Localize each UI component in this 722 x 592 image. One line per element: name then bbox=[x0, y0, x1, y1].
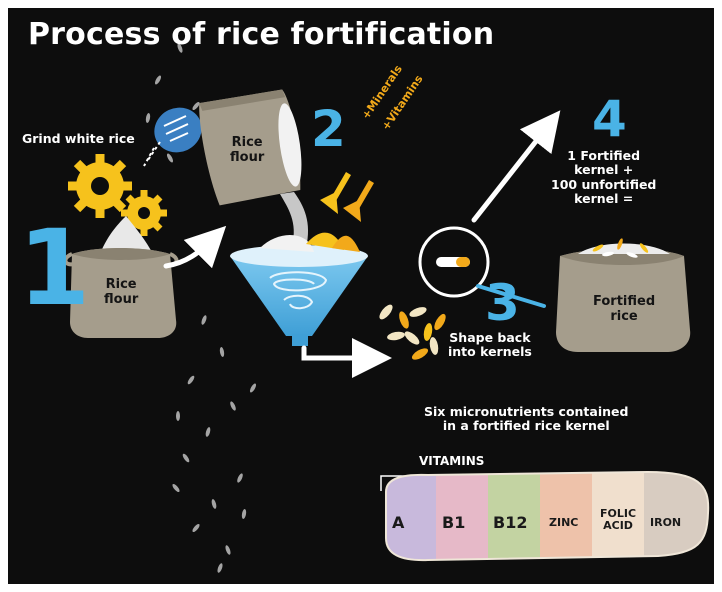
sack-label-line: flour bbox=[104, 291, 139, 307]
small-gear-icon bbox=[121, 190, 167, 236]
funnel-icon bbox=[230, 232, 368, 346]
kernel-outline bbox=[385, 470, 710, 562]
kernel-segments bbox=[386, 472, 709, 561]
kernel-band-a bbox=[386, 472, 437, 561]
kernel-band-b1 bbox=[436, 472, 489, 561]
gear-icon bbox=[68, 154, 132, 218]
step-number-3: 3 bbox=[485, 274, 520, 332]
sack-label-rice-flour-1: Rice flour bbox=[104, 277, 139, 308]
segment-label-folic-acid: FOLIC ACID bbox=[600, 507, 637, 533]
kernel-band-b12 bbox=[488, 472, 541, 561]
shape-kernels-text: Shape back into kernels bbox=[448, 330, 532, 360]
shape-line: into kernels bbox=[448, 344, 532, 360]
flour-pile bbox=[100, 216, 154, 256]
step4-line: 1 Fortified bbox=[567, 148, 641, 163]
sack-label-line: rice bbox=[610, 308, 638, 324]
sack-label-fortified-rice: Fortified rice bbox=[593, 294, 656, 325]
sack-icon-fortified bbox=[556, 238, 691, 352]
sack-label-rice-flour-2: Rice flour bbox=[230, 135, 265, 166]
segment-label-b12: B12 bbox=[493, 513, 528, 532]
illustration-layer bbox=[63, 43, 710, 573]
sack-icon-pouring bbox=[199, 89, 302, 206]
magnifier-icon bbox=[418, 226, 546, 308]
segment-label-line: ACID bbox=[603, 519, 633, 533]
step-number-1: 1 bbox=[18, 207, 91, 329]
kernel-band-folic-acid bbox=[592, 472, 645, 561]
segment-label-zinc: ZINC bbox=[549, 516, 579, 529]
segment-label-a: A bbox=[392, 513, 405, 532]
arrow-icon-vitamins bbox=[343, 180, 374, 222]
step4-line: kernel + bbox=[574, 162, 634, 178]
arrow-icon bbox=[163, 110, 561, 378]
sack-label-line: Rice bbox=[105, 277, 137, 292]
flour-stream bbox=[280, 192, 309, 248]
caption-line: in a fortified rice kernel bbox=[442, 418, 610, 434]
step4-line: 100 unfortified bbox=[551, 176, 657, 192]
page-title: Process of rice fortification bbox=[28, 17, 495, 52]
segment-label-line: FOLIC bbox=[600, 507, 637, 520]
step4-line: kernel = bbox=[574, 191, 634, 207]
infographic: Process of rice fortification 1 2 3 4 Gr… bbox=[8, 8, 714, 584]
fortified-kernels bbox=[379, 304, 446, 360]
vitamins-group-label: VITAMINS bbox=[419, 454, 485, 468]
segment-label-iron: IRON bbox=[650, 516, 682, 529]
sack-label-line: Rice bbox=[231, 135, 263, 150]
arrow-icon-minerals bbox=[320, 172, 351, 214]
sack-label-line: flour bbox=[230, 149, 265, 165]
step-number-2: 2 bbox=[311, 100, 346, 158]
kernel-band-zinc bbox=[540, 472, 593, 561]
step-number-4: 4 bbox=[592, 90, 627, 148]
falling-rice-grains bbox=[145, 43, 257, 573]
step4-text: 1 Fortified kernel + 100 unfortified ker… bbox=[551, 148, 657, 207]
micronutrients-caption: Six micronutrients contained in a fortif… bbox=[424, 404, 629, 434]
shape-line: Shape back bbox=[449, 330, 531, 345]
rice-bowl-icon bbox=[143, 107, 202, 167]
segment-label-b1: B1 bbox=[442, 513, 466, 532]
sack-label-line: Fortified bbox=[593, 294, 656, 309]
caption-line: Six micronutrients contained bbox=[424, 404, 629, 419]
grind-label: Grind white rice bbox=[22, 131, 135, 146]
